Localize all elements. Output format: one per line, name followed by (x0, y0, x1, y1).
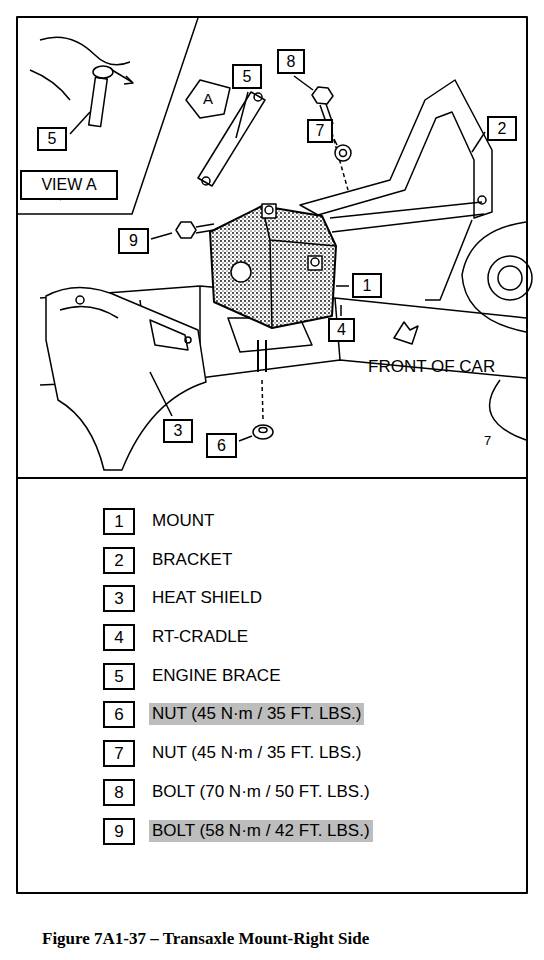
callout-text: 3 (174, 423, 183, 439)
part-name: NUT (45 N·m / 35 FT. LBS.) (149, 703, 364, 725)
callout-text: 1 (363, 278, 372, 294)
view-marker-letter: A (203, 90, 213, 107)
callout-text: 2 (114, 552, 123, 569)
callout-number: 7 (307, 119, 333, 143)
part-name: BOLT (58 N·m / 42 FT. LBS.) (149, 820, 373, 842)
callout-text: 9 (114, 823, 123, 840)
part-name: BOLT (70 N·m / 50 FT. LBS.) (152, 782, 370, 802)
callout-number: 5 (232, 64, 262, 89)
callout-text: 7 (316, 123, 325, 139)
page-mark: 7 (484, 434, 491, 449)
legend-number-box: 6 (103, 701, 135, 728)
callout-text: VIEW A (41, 177, 96, 193)
callout-text: 5 (114, 668, 123, 685)
legend-number-box: 5 (103, 663, 135, 690)
legend-number-box: 1 (103, 508, 135, 535)
callout-number: 2 (487, 116, 517, 141)
callout-number: 3 (163, 419, 193, 443)
legend-number-box: 2 (103, 547, 135, 574)
callout-text: 3 (114, 590, 123, 607)
part-name: RT-CRADLE (152, 627, 248, 647)
legend-number-box: 8 (103, 779, 135, 806)
callout-text: 1 (114, 513, 123, 530)
callout-number: 5 (37, 127, 67, 151)
callout-number: 1 (352, 273, 382, 298)
callout-number: 4 (328, 318, 355, 342)
legend-number-box: 9 (103, 818, 135, 845)
part-name: MOUNT (152, 511, 214, 531)
callout-number: 9 (118, 228, 149, 254)
callout-text: 5 (243, 69, 252, 85)
callout-number: 6 (206, 433, 237, 458)
callout-text: 2 (498, 121, 507, 137)
direction-label: FRONT OF CAR (368, 357, 495, 377)
callout-text: 5 (48, 131, 57, 147)
callout-text: 4 (337, 322, 346, 338)
part-name: HEAT SHIELD (152, 588, 262, 608)
callout-number: 8 (277, 49, 305, 74)
callout-text: 8 (287, 54, 296, 70)
part-name: ENGINE BRACE (152, 666, 280, 686)
part-name: NUT (45 N·m / 35 FT. LBS.) (152, 743, 361, 763)
legend-number-box: 4 (103, 624, 135, 651)
callout-text: 6 (114, 706, 123, 723)
legend-number-box: 3 (103, 585, 135, 612)
part-name: BRACKET (152, 550, 232, 570)
callout-text: 4 (114, 629, 123, 646)
legend-number-box: 7 (103, 740, 135, 767)
callout-text: 8 (114, 784, 123, 801)
callout-text: 6 (217, 438, 226, 454)
callout-text: 7 (114, 745, 123, 762)
view-label-box: VIEW A (20, 170, 118, 200)
figure-caption: Figure 7A1-37 – Transaxle Mount-Right Si… (42, 929, 369, 949)
callout-text: 9 (129, 233, 138, 249)
